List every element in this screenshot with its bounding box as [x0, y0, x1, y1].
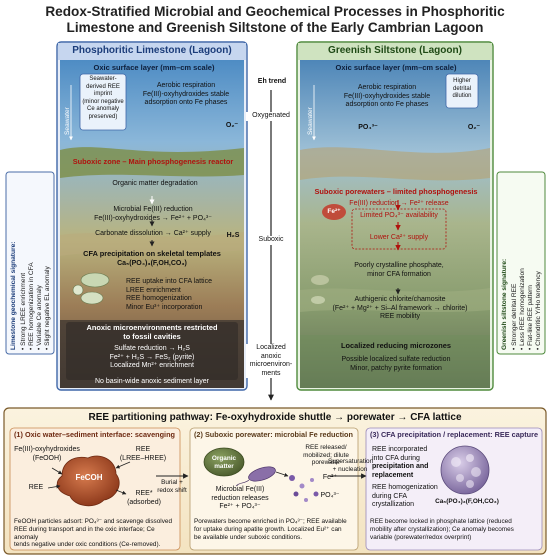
s1-caption: FeOOH particles adsort: PO₄³⁻ and scaven… [14, 518, 173, 549]
left-panel-header: Phosphoritic Limestone (Lagoon) [72, 45, 232, 56]
left-signature-sidebar: Limestone geochemical signature: • Stron… [8, 176, 52, 350]
right-signature-item: • Stronger detrital REE [511, 283, 518, 350]
right-signature-item: • Chondritic Y/Ho tendency [535, 271, 542, 350]
left-signature-title: Limestone geochemical signature: [10, 241, 17, 350]
eh-oxygenated: Oxygenated [246, 112, 296, 121]
eh-localized-anoxic: Localized anoxic microenviron- ments [246, 344, 296, 378]
left-oxic-title: Oxic surface layer (mm–cm scale) [93, 63, 215, 72]
right-authigenic: Authigenic chlorite/chamosite (Fe²⁺ + Mg… [332, 296, 468, 320]
left-o2-label: O₂⁻ [225, 122, 239, 129]
right-poorly-crystalline: Poorly crystalline phosphate, minor CFA … [354, 262, 444, 278]
eh-trend-label: Eh trend [257, 78, 287, 85]
left-suboxic-title: Suboxic zone – Main phosphogenesis react… [72, 157, 234, 166]
left-signature-item: • REE homogenization in CFA [28, 262, 35, 350]
s2-fe2: Fe²⁺ [322, 474, 338, 481]
s2-microbe-text: Microbial Fe(III) reduction releases Fe²… [211, 486, 269, 510]
s3-caption: REE become locked in phosphate lattice (… [370, 518, 514, 541]
burial-arrow-label: Burial + redox shift [157, 479, 187, 494]
s2-organic-matter: Organic matter [211, 455, 237, 470]
left-h2s: H₂S [226, 232, 240, 239]
s1-ree-lh: REE (LREE–HREE) [119, 446, 167, 462]
supersaturation-arrow-label: Supersaturation + nucleation [328, 458, 374, 473]
s1-ree-adsorbed: REE* (adsorbed) [127, 490, 161, 506]
left-anoxic-items: Sulfate reduction → H₂S Fe²⁺ + H₂S → FeS… [109, 345, 195, 369]
eh-suboxic: Suboxic [248, 236, 294, 245]
left-carbonate: Carbonate dissolution → Ca²⁺ supply [95, 230, 211, 237]
s2-ree-released: REE released/ mobilized; dilute porewate… [303, 444, 349, 467]
right-limited-po4: Limited PO₄³⁻ availability [360, 212, 438, 219]
right-signature-item: • Less REE homogenization [519, 268, 526, 350]
right-localized-items: Possible localized sulfate reduction Min… [341, 356, 451, 372]
left-aerobic-text: Aerobic respiration Fe(III)-oxyhydroxide… [142, 82, 230, 106]
right-fe-reduction: Fe(III) reduction → Fe²⁺ release [349, 200, 449, 207]
left-cfa-formula: Ca₅(PO₄)₃(F,OH,CO₃) [117, 260, 187, 267]
left-signature-item: • Slight negative EL anomaly [44, 266, 51, 350]
s1-heading: (1) Oxic water–sediment interface: scave… [14, 430, 175, 439]
s2-caption: Porewaters become enriched in PO₄³⁻; REE… [194, 518, 347, 541]
left-seawater-label: Seawater [64, 107, 71, 135]
s1-ree-left: REE [28, 484, 44, 491]
figure-title: Redox-Stratified Microbial and Geochemic… [0, 4, 550, 36]
right-oxic-title: Oxic surface layer (mm–cm scale) [335, 63, 457, 72]
left-ree-uptake: REE uptake into CFA lattice LREE enrichm… [126, 278, 212, 311]
left-signature-item: • Strong LREE enrichment [20, 272, 27, 350]
left-microbial-fe: Microbial Fe(III) reduction Fe(III)-oxyh… [94, 206, 212, 222]
s3-incorporated: REE incorporated into CFA during precipi… [372, 446, 429, 479]
left-anoxic-title: Anoxic microenvironments restricted to f… [86, 323, 218, 341]
right-o2-label: O₂⁻ [467, 124, 481, 131]
right-lower-ca: Lower Ca²⁺ supply [369, 234, 429, 241]
bottom-panel-title: REE partitioning pathway: Fe-oxyhydroxid… [88, 412, 462, 423]
right-localized-title: Localized reducing microzones [340, 341, 452, 350]
right-suboxic-title: Suboxic porewaters – limited phosphogene… [314, 187, 478, 196]
left-om-degradation: Organic matter degradation [112, 180, 198, 187]
s2-po4: PO₄³⁻ [320, 492, 340, 499]
s3-heading: (3) CFA precipitation / replacement: REE… [370, 430, 538, 439]
s2-heading: (2) Suboxic porewater: microbial Fe redu… [194, 430, 353, 439]
right-seawater-label: Seawater [307, 107, 314, 135]
right-detrital-box: Higher detrital dilution [452, 78, 472, 100]
title-line-1: Redox-Stratified Microbial and Geochemic… [45, 4, 505, 19]
left-bottom-note: No basin-wide anoxic sediment layer [95, 378, 209, 385]
right-fe2-label: Fe²⁺ [327, 208, 341, 215]
right-signature-title: Greenish siltstone signature: [501, 258, 508, 350]
right-panel-header: Greenish Siltstone (Lagoon) [328, 45, 462, 56]
left-seawater-box: Seawater- derived REE imprint (minor neg… [82, 76, 124, 120]
left-cfa-title: CFA precipitation on skeletal templates [83, 249, 221, 258]
right-aerobic-text: Aerobic respiration Fe(III)-oxyhydroxide… [343, 84, 431, 108]
s3-cfa-formula: Ca₅(PO₄)₃(F,OH,CO₃) [435, 498, 499, 505]
title-line-2: Limestone and Greenish Siltstone of the … [66, 20, 484, 35]
s1-feooh-label: Fe(III)-oxyhydroxides (FeOOH) [14, 446, 80, 462]
right-signature-sidebar: Greenish siltstone signature: • Stronger… [499, 176, 543, 350]
right-po4-label: PO₄³⁻ [358, 124, 378, 131]
left-signature-item: • Variable Ce anomaly [36, 285, 43, 350]
s3-homogenization: REE homogenization during CFA crystalliz… [372, 484, 438, 508]
s1-particle-label: FeCOH [75, 473, 103, 482]
right-signature-item: • Flat-like REE pattern [527, 285, 534, 350]
